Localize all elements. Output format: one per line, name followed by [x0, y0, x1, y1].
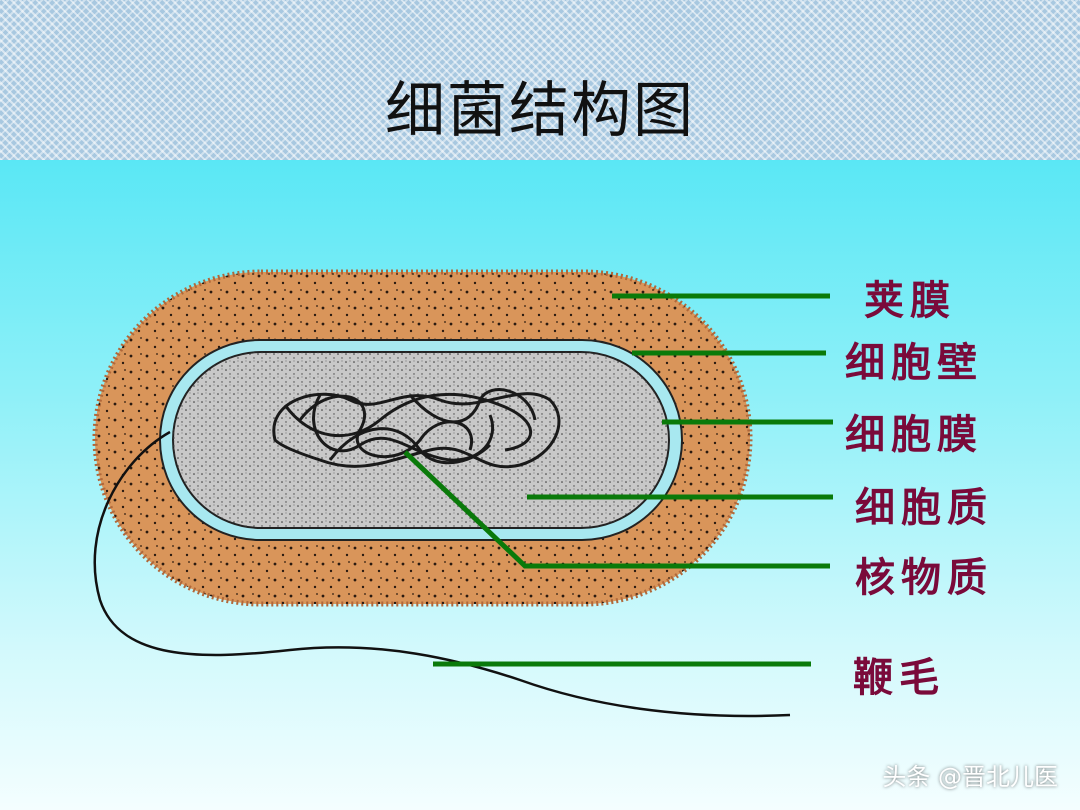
- label-nucleoid: 核物质: [855, 554, 993, 601]
- label-capsule: 荚膜: [864, 277, 956, 324]
- page-title: 细菌结构图: [385, 76, 695, 146]
- label-cell-membrane: 细胞膜: [845, 411, 983, 458]
- label-flagellum: 鞭毛: [853, 654, 945, 701]
- leader-line-nucleoid: [403, 450, 830, 569]
- flagellum: [93, 430, 791, 718]
- label-cell-wall: 细胞壁: [845, 339, 983, 386]
- nucleoid: [272, 388, 561, 469]
- label-cytoplasm: 细胞质: [855, 484, 993, 531]
- title-banner: 细菌结构图: [0, 0, 1080, 160]
- watermark: 头条 @晋北儿医: [882, 763, 1058, 791]
